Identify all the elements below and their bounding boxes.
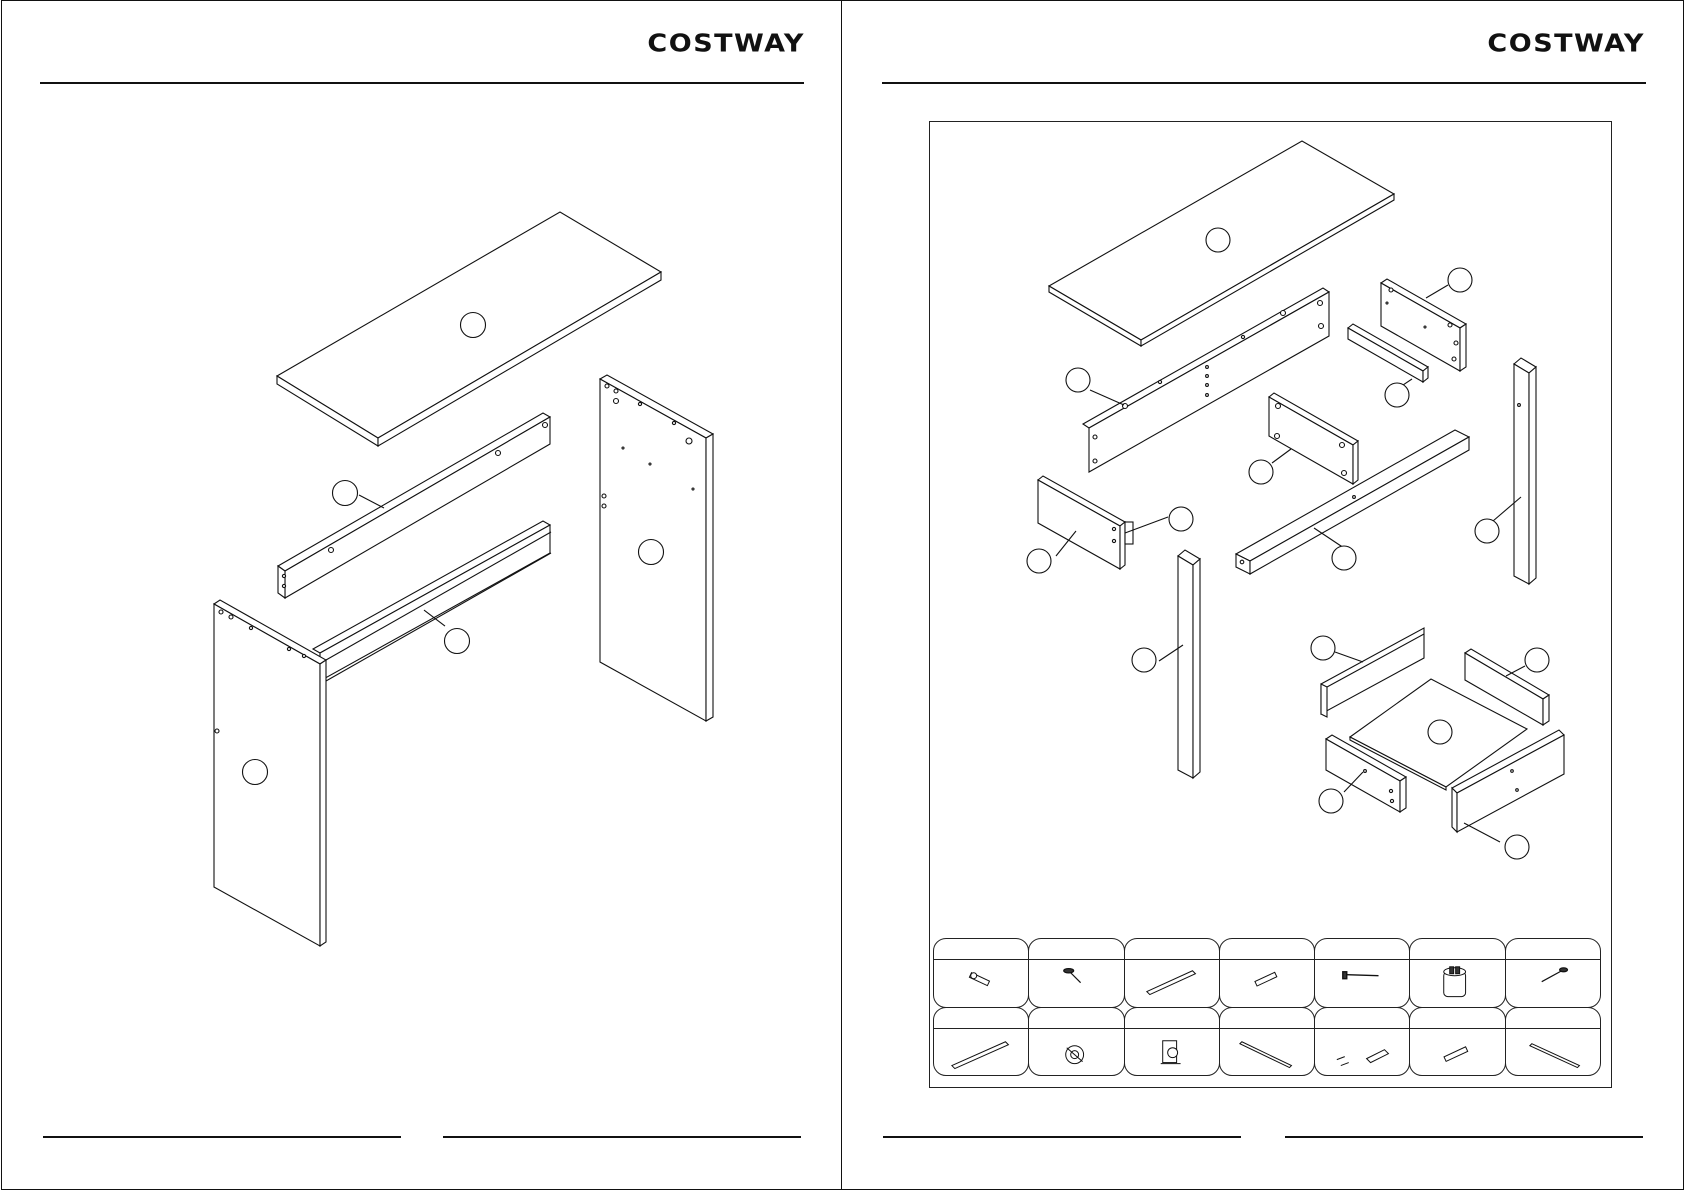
rail-strip-icon	[1506, 1008, 1600, 1076]
part-callout	[461, 313, 486, 338]
part-callout	[243, 760, 268, 785]
part-callout	[1206, 228, 1230, 252]
leg-left	[1132, 550, 1200, 778]
right-side-panel	[600, 375, 713, 721]
part-callout	[1169, 507, 1193, 531]
drawer-slide-icon	[1125, 939, 1219, 1007]
short-screw-icon	[1029, 939, 1123, 1007]
hardware-item	[1409, 1007, 1505, 1077]
left-page: COSTWAY	[1, 0, 844, 1190]
part-callout	[1066, 368, 1090, 392]
part-callout	[1332, 546, 1356, 570]
part-callout	[1525, 648, 1549, 672]
wood-screw-icon	[1506, 939, 1600, 1007]
footer-rule-right	[443, 1136, 801, 1138]
footer-rule-left	[43, 1136, 401, 1138]
footer-rule-left	[883, 1136, 1241, 1138]
part-callout	[639, 540, 664, 565]
part-callout	[1385, 383, 1409, 407]
part-callout	[1311, 636, 1335, 660]
hardware-item	[933, 938, 1029, 1008]
part-callout	[1505, 835, 1529, 859]
right-page: COSTWAY	[841, 0, 1684, 1190]
bracket-icon	[1125, 1008, 1219, 1076]
hardware-item	[1505, 938, 1601, 1008]
part-callout	[1027, 549, 1051, 573]
hardware-item	[1314, 938, 1410, 1008]
part-callout	[1428, 720, 1452, 744]
allen-key-icon	[1315, 1008, 1409, 1076]
hardware-item	[1124, 938, 1220, 1008]
hardware-list	[933, 938, 1600, 1075]
desk-top-panel	[1049, 141, 1394, 346]
part-callout	[1475, 519, 1499, 543]
long-rail-icon	[1220, 1008, 1314, 1076]
hardware-item	[1028, 938, 1124, 1008]
left-panel-small	[1027, 476, 1193, 573]
part-callout	[1319, 789, 1343, 813]
left-side-panel	[214, 532, 551, 946]
cam-bolt-icon	[934, 939, 1028, 1007]
part-callout	[1448, 268, 1472, 292]
hardware-item	[1409, 938, 1505, 1008]
part-callout	[333, 481, 358, 506]
footer-rule-right	[1285, 1136, 1643, 1138]
exploded-assembly-diagram	[2, 1, 845, 1191]
cam-nut-icon	[1029, 1008, 1123, 1076]
hardware-item	[1219, 1007, 1315, 1077]
hardware-item	[933, 1007, 1029, 1077]
leg-right	[1475, 358, 1536, 584]
dowel-pin-icon	[1410, 1008, 1504, 1076]
hardware-item	[1028, 1007, 1124, 1077]
hardware-item	[1314, 1007, 1410, 1077]
slide-rail-icon	[934, 1008, 1028, 1076]
wooden-dowel-icon	[1220, 939, 1314, 1007]
part-callout	[1249, 460, 1273, 484]
hardware-item	[1124, 1007, 1220, 1077]
hardware-item	[1219, 938, 1315, 1008]
part-callout	[445, 629, 470, 654]
hardware-item	[1505, 1007, 1601, 1077]
part-callout	[1132, 648, 1156, 672]
cam-lock-icon	[1410, 939, 1504, 1007]
center-divider-panel	[1249, 393, 1358, 484]
long-bolt-icon	[1315, 939, 1409, 1007]
